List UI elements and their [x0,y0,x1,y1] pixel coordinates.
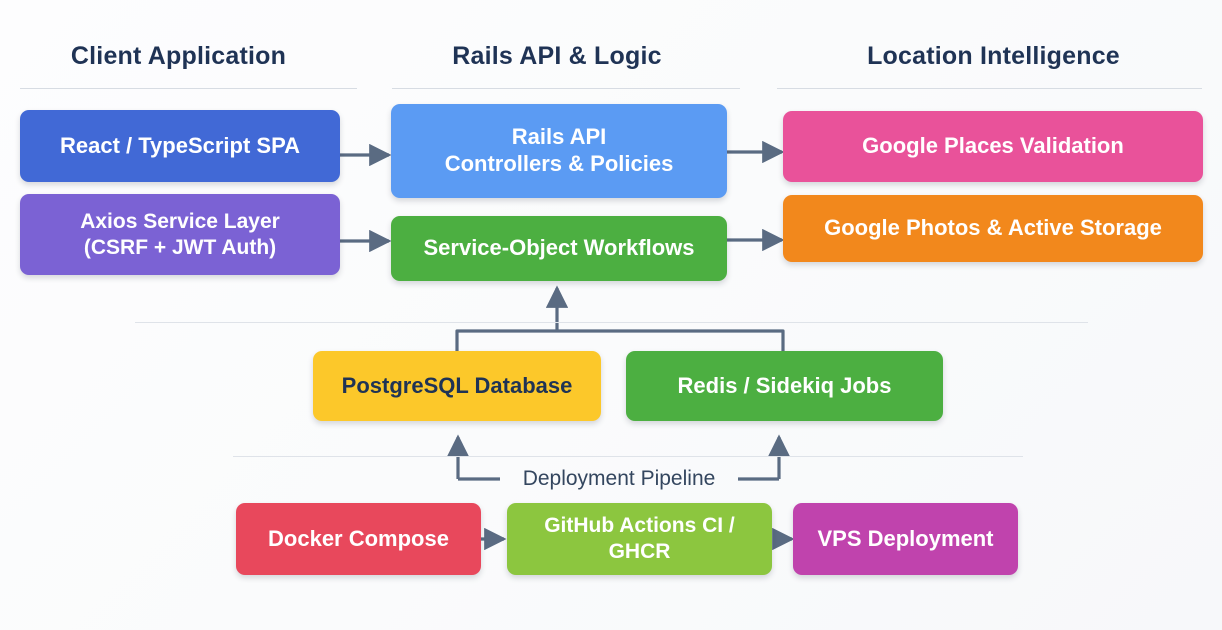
divider-deployment-tier [233,456,1023,457]
divider-data-tier [135,322,1088,323]
column-rule-location [777,88,1202,89]
node-postgresql-line1: PostgreSQL Database [341,372,573,398]
column-header-rails: Rails API & Logic [452,42,662,70]
node-react-spa-line1: React / TypeScript SPA [59,132,301,158]
column-rule-client [20,88,357,89]
node-rails-api[interactable]: Rails API Controllers & Policies [391,104,727,198]
node-docker-compose-line1: Docker Compose [268,525,449,551]
node-rails-api-line2: Controllers & Policies [444,151,674,176]
node-redis-sidekiq[interactable]: Redis / Sidekiq Jobs [626,351,943,421]
node-service-objects[interactable]: Service-Object Workflows [391,216,727,281]
node-docker-compose[interactable]: Docker Compose [236,503,481,575]
column-rule-rails [392,88,740,89]
node-redis-sidekiq-line1: Redis / Sidekiq Jobs [677,372,892,398]
node-github-actions-line1: GitHub Actions CI / GHCR [544,514,735,563]
column-header-location: Location Intelligence [867,42,1120,70]
node-google-places-line1: Google Places Validation [862,133,1124,159]
bracket-data-tier [455,329,785,352]
pipeline-label: Deployment Pipeline [522,467,716,490]
node-google-photos[interactable]: Google Photos & Active Storage [783,195,1203,262]
node-service-objects-line1: Service-Object Workflows [423,235,695,261]
node-react-spa[interactable]: React / TypeScript SPA [20,110,340,182]
column-header-client: Client Application [70,42,287,70]
node-axios-layer-line1: Axios Service Layer [80,209,280,233]
node-google-places[interactable]: Google Places Validation [783,111,1203,182]
node-rails-api-line1: Rails API [511,124,607,150]
node-postgresql[interactable]: PostgreSQL Database [313,351,601,421]
node-github-actions[interactable]: GitHub Actions CI / GHCR [507,503,772,575]
node-axios-layer[interactable]: Axios Service Layer (CSRF + JWT Auth) [20,194,340,275]
node-vps-deployment-line1: VPS Deployment [817,525,994,551]
node-axios-layer-line2: (CSRF + JWT Auth) [83,235,277,259]
node-vps-deployment[interactable]: VPS Deployment [793,503,1018,575]
node-google-photos-line1: Google Photos & Active Storage [824,215,1162,241]
